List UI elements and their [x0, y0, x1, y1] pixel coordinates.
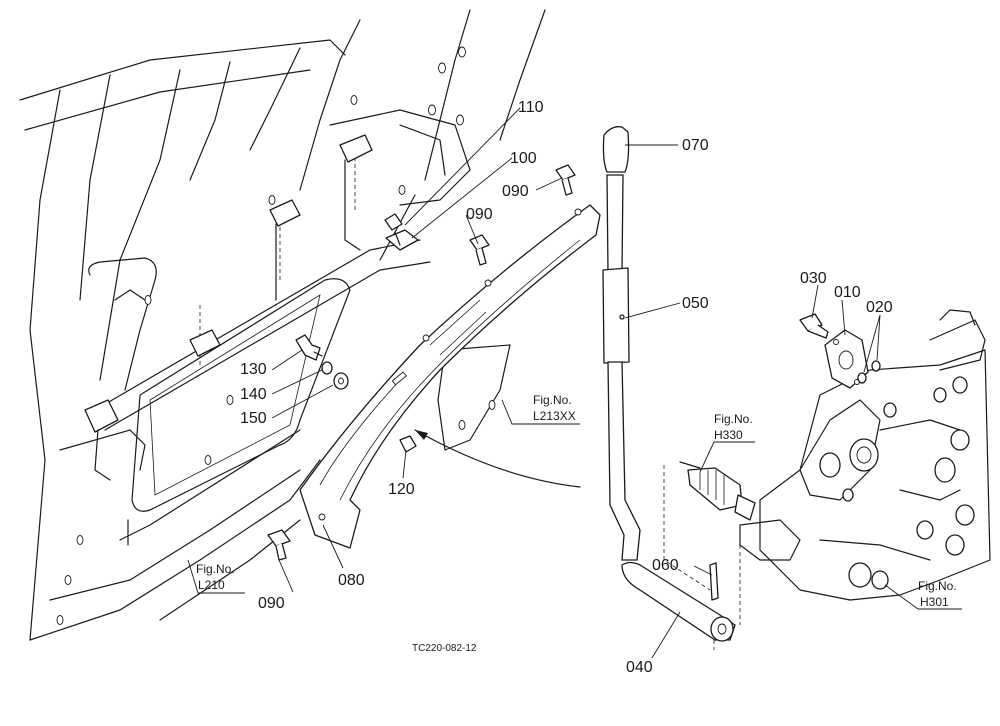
callout-150: 150: [240, 410, 267, 427]
callout-060: 060: [652, 557, 679, 574]
leader-lines: [187, 107, 962, 659]
fig-ref-l210-label: Fig.No.: [196, 562, 235, 576]
callout-070: 070: [682, 137, 709, 154]
callout-100: 100: [510, 150, 537, 167]
fig-ref-l213xx-label: Fig.No.: [533, 393, 572, 407]
guide-plate-080: [299, 204, 601, 549]
bolt-090-top: [555, 164, 576, 196]
callout-050: 050: [682, 295, 709, 312]
fig-ref-l213xx-code: L213XX: [533, 409, 576, 423]
callout-010: 010: [834, 284, 861, 301]
fig-ref-h301-label: Fig.No.: [918, 579, 957, 593]
fig-ref-h330-label: Fig.No.: [714, 412, 753, 426]
pin-060: [709, 562, 719, 601]
drawing-code: TC220-082-12: [412, 643, 477, 654]
callout-110: 110: [518, 99, 544, 116]
callout-090-bottom: 090: [258, 595, 285, 612]
callout-090-top: 090: [502, 183, 529, 200]
bolt-090-mid: [469, 234, 490, 266]
callout-030: 030: [800, 270, 827, 287]
callout-130: 130: [240, 361, 267, 378]
callout-140: 140: [240, 386, 267, 403]
lever-sleeve-050: [602, 267, 630, 364]
fig-ref-h301-code: H301: [920, 595, 949, 609]
switch-100: [384, 213, 419, 251]
arrow-head: [415, 430, 428, 440]
bolt-090-bottom: [267, 529, 291, 561]
chassis-frame: [19, 9, 546, 641]
callout-020: 020: [866, 299, 893, 316]
knob-130: [295, 334, 323, 361]
transmission-housing: [739, 309, 991, 601]
figure-references: Fig.No. L213XX Fig.No. H330 Fig.No. L210…: [196, 393, 957, 609]
assembly-arrow: [414, 429, 581, 488]
washer-140: [321, 361, 333, 375]
callout-080: 080: [338, 572, 365, 589]
linkage-rod: [679, 461, 756, 521]
nut-120: [399, 435, 417, 453]
o-ring-020a: [857, 372, 867, 384]
callout-040: 040: [626, 659, 653, 676]
callout-120: 120: [388, 481, 415, 498]
o-ring-020b: [871, 360, 881, 372]
part-numbers: 110 100 090 090 070 050 030 010 020 130 …: [240, 99, 893, 676]
callout-090-mid: 090: [466, 206, 493, 223]
lever-assembly: [602, 126, 741, 650]
fig-ref-h330-code: H330: [714, 428, 743, 442]
fig-ref-l210-code: L210: [198, 578, 225, 592]
lever-grip-070: [602, 126, 630, 173]
